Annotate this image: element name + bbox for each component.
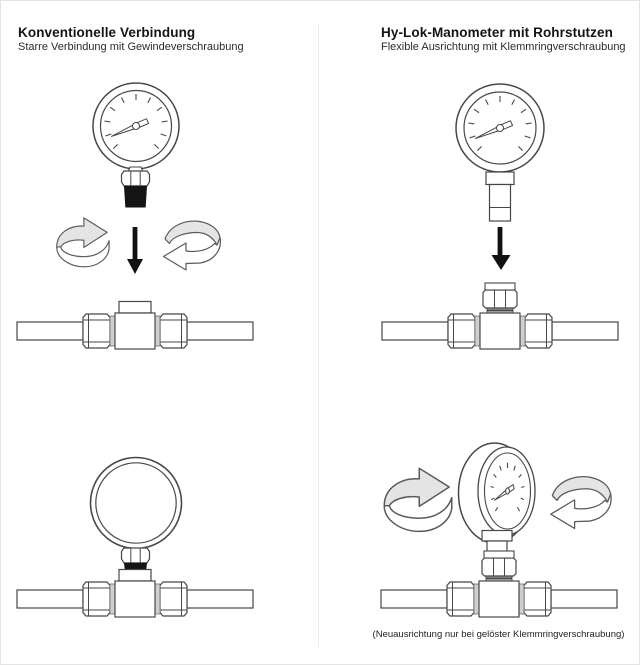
stub-collar [481, 529, 513, 542]
figure-gauge-mounted-threaded [16, 456, 254, 618]
pipe-stub [488, 183, 512, 222]
down-arrow-icon [127, 227, 143, 274]
rotation-arrows-left-column [56, 217, 222, 274]
figure-gauge-pipe-stub [455, 83, 545, 222]
figure-tee-fitting-threaded-port [16, 300, 254, 350]
down-arrow-icon [491, 227, 511, 270]
pipe-stub [486, 540, 508, 553]
column-divider [318, 23, 319, 647]
figure-gauge-threaded [92, 82, 180, 208]
clamp-ring-nut [482, 282, 518, 314]
threaded-stem [123, 185, 148, 208]
footnote-text: (Neuausrichtung nur bei gelöster Klemmri… [372, 629, 625, 640]
clamp-ring-nut [481, 550, 517, 582]
right-panel-title: Hy-Lok-Manometer mit Rohrstutzen [381, 25, 613, 40]
rotate-ribbon-arrow-left-icon [162, 220, 222, 271]
right-panel-subtitle: Flexible Ausrichtung mit Klemmringversch… [381, 41, 626, 53]
rotate-ribbon-arrow-right-icon [383, 467, 453, 533]
stub-collar [485, 171, 515, 186]
left-panel-subtitle: Starre Verbindung mit Gewindeverschraubu… [18, 41, 244, 53]
figure-tee-fitting-clamp-nut [381, 282, 619, 350]
figure-gauge-mounted-rotatable [380, 442, 618, 618]
left-panel-title: Konventionelle Verbindung [18, 25, 196, 40]
gauge-hex-nut [120, 547, 151, 564]
gauge-hex-nut [120, 170, 151, 187]
rotate-ribbon-arrow-left-icon [550, 476, 612, 530]
rotate-ribbon-arrow-right-icon [56, 217, 110, 268]
